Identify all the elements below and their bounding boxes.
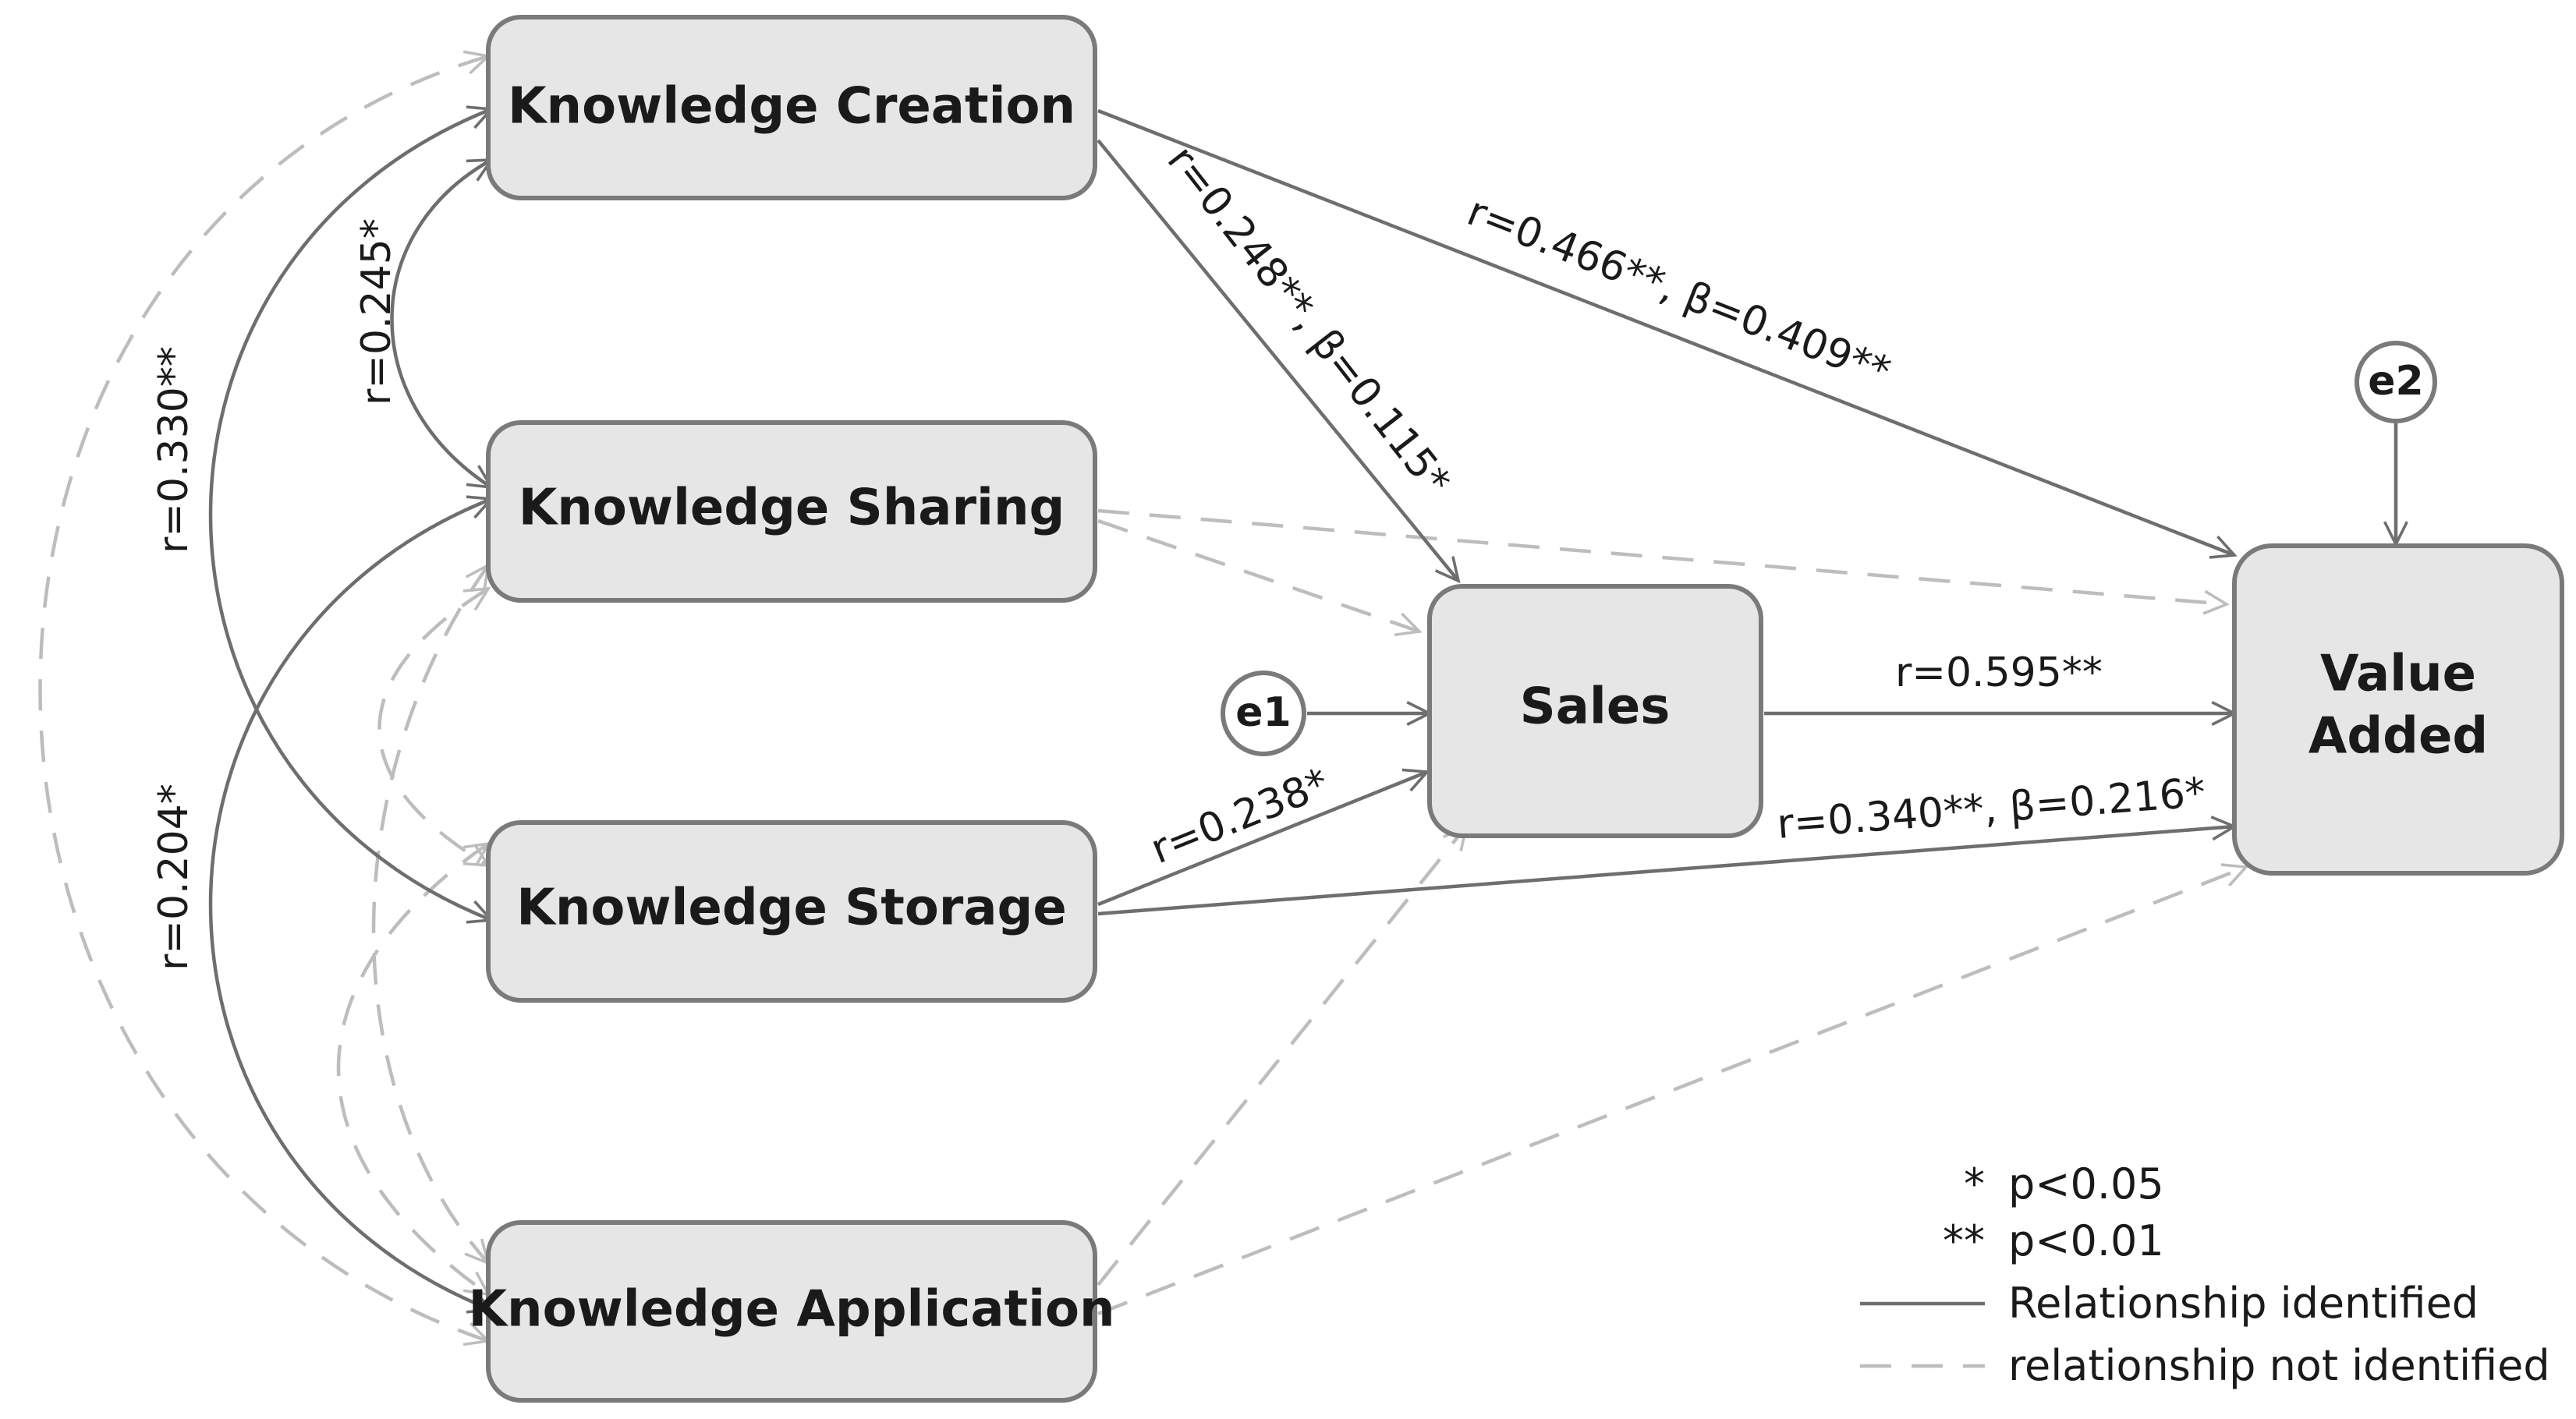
label-sharing-application: r=0.204*: [151, 784, 197, 971]
legend: * p<0.05 ** p<0.01 Relationship identifi…: [1860, 1159, 2550, 1390]
node-knowledge-sharing-label: Knowledge Sharing: [519, 479, 1065, 537]
node-sales-label: Sales: [1520, 678, 1671, 736]
legend-dashed-text: relationship not identified: [2008, 1341, 2550, 1390]
link-sharing-application-solid: [208, 499, 491, 1310]
legend-p01-symbol: **: [1943, 1216, 1985, 1265]
link-creation-sales: [1097, 139, 1458, 581]
node-knowledge-application-label: Knowledge Application: [468, 1281, 1114, 1339]
link-sharing-application: [371, 565, 488, 1263]
label-creation-value: r=0.466**, β=0.409**: [1461, 188, 1897, 395]
legend-solid-text: Relationship identified: [2008, 1279, 2479, 1328]
dashed-links: [38, 56, 2247, 1341]
error-term-e1-label: e1: [1235, 689, 1291, 736]
node-knowledge-application: Knowledge Application: [468, 1220, 1115, 1403]
node-knowledge-sharing: Knowledge Sharing: [486, 420, 1097, 603]
error-term-e2-label: e2: [2368, 358, 2423, 405]
error-term-e1: e1: [1221, 671, 1306, 756]
link-sharing-storage: [377, 589, 489, 865]
label-storage-sales: r=0.238*: [1144, 760, 1335, 873]
legend-p05-text: p<0.05: [2008, 1159, 2164, 1208]
link-storage-sales: [1097, 772, 1427, 907]
link-application-sales: [1097, 826, 1466, 1286]
node-knowledge-creation: Knowledge Creation: [486, 15, 1097, 200]
link-storage-application-left: [336, 844, 488, 1294]
node-value-added-label-line1: Value: [2320, 646, 2476, 703]
label-sales-value: r=0.595**: [1895, 649, 2103, 696]
link-creation-sharing: [390, 160, 492, 487]
link-creation-value: [1097, 108, 2234, 555]
link-sharing-value: [1097, 508, 2227, 604]
link-creation-storage: [208, 109, 491, 920]
node-value-added-label-line2: Added: [2308, 708, 2488, 766]
error-term-e2: e2: [2355, 341, 2437, 423]
link-creation-application: [38, 56, 489, 1341]
node-knowledge-storage-label: Knowledge Storage: [516, 879, 1067, 937]
legend-p05-symbol: *: [1964, 1159, 1985, 1208]
label-creation-storage: r=0.330**: [151, 346, 197, 554]
link-storage-value: [1097, 826, 2234, 916]
node-knowledge-creation-label: Knowledge Creation: [508, 78, 1075, 136]
label-storage-value: r=0.340**, β=0.216*: [1775, 770, 2206, 848]
node-sales: Sales: [1427, 584, 1763, 838]
solid-links: [208, 108, 2396, 1310]
node-value-added: Value Added: [2232, 543, 2564, 876]
node-knowledge-storage: Knowledge Storage: [486, 820, 1097, 1003]
link-sharing-sales: [1097, 518, 1419, 632]
legend-p01-text: p<0.01: [2008, 1216, 2164, 1265]
label-creation-sharing: r=0.245*: [353, 218, 400, 405]
